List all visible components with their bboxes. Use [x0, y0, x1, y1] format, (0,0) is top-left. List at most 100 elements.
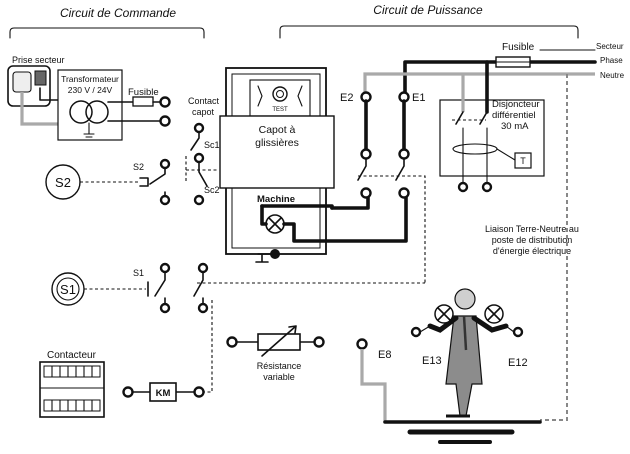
contacteur-top-row [43, 365, 101, 378]
disj-test-link [496, 148, 516, 161]
transfo-coil-2 [85, 100, 109, 124]
label-liaison-2: poste de distribution [492, 235, 573, 245]
terminal-e8 [356, 338, 368, 350]
label-disjoncteur-1: Disjoncteur [492, 99, 540, 110]
label-variable: variable [263, 372, 295, 382]
label-contacteur: Contacteur [47, 350, 97, 361]
label-transformateur: Transformateur [61, 74, 119, 84]
label-e13: E13 [422, 355, 442, 367]
terminal-km-n-top [360, 148, 372, 160]
label-e2: E2 [340, 92, 353, 104]
test-panel-arrows [257, 85, 303, 107]
terminal-km-right [193, 386, 205, 398]
label-prise-secteur: Prise secteur [12, 55, 65, 65]
terminal-res-left [226, 336, 238, 348]
machine-earth-point [270, 249, 280, 259]
button-s1-ring [56, 277, 80, 301]
machine-lamp-cross [268, 217, 282, 231]
lamp-e13-cross [437, 307, 451, 321]
fuse-commande [132, 96, 154, 107]
km-coil [149, 382, 177, 402]
neutre-line [363, 72, 595, 96]
label-neutre: Neutre [600, 71, 625, 80]
label-e12: E12 [508, 357, 528, 369]
transfo-coil-1 [69, 100, 93, 124]
test-lamp [272, 86, 288, 102]
prise-black-lead [39, 87, 61, 101]
s2-contact [149, 167, 166, 197]
terminal-fuse-out [159, 96, 171, 108]
label-fusible-commande: Fusible [128, 87, 159, 98]
s1-contact [154, 271, 166, 305]
terminal-sc1-top [193, 122, 205, 134]
terminal-km-n-bot [360, 187, 372, 199]
label-s1: S1 [133, 268, 144, 278]
phase-line [403, 60, 597, 98]
liaison-terre-neutre [540, 74, 568, 421]
terminal-s2-top [159, 158, 171, 170]
capot-glissieres [219, 115, 335, 189]
terminal-km-l-top [398, 148, 410, 160]
disj-contacts [455, 111, 488, 125]
terminal-s2-bot [159, 194, 171, 206]
label-s2-circle: S2 [55, 175, 71, 190]
test-lamp-core [276, 90, 284, 98]
label-phase: Phase [600, 56, 623, 65]
machine-wire-e2 [330, 194, 370, 210]
label-glissieres: glissières [255, 137, 299, 149]
prise-switch [34, 70, 47, 86]
terminal-s1-bot [159, 302, 171, 314]
person-figure [427, 288, 509, 418]
terminal-km-aux-top [197, 262, 209, 274]
km-power-contacts [357, 158, 405, 181]
label-s2: S2 [133, 162, 144, 172]
label-contact: Contact [188, 96, 220, 106]
label-t: T [520, 156, 526, 166]
label-sc2: Sc2 [204, 185, 220, 195]
sc1-contact [190, 131, 200, 151]
lamp-e12-cross [487, 307, 501, 321]
prise-socket [12, 71, 32, 93]
person-head [454, 288, 476, 310]
label-liaison-3: d'énergie électrique [493, 246, 571, 256]
km-coil-link [180, 300, 213, 393]
terminal-e13 [410, 326, 422, 338]
terminal-res-right [313, 336, 325, 348]
transfo-earth [83, 122, 95, 138]
e8-grey-wire [360, 349, 387, 422]
e13-lead [419, 325, 431, 333]
label-s1-circle: S1 [60, 282, 76, 297]
resistance-arrow [261, 325, 297, 357]
label-disjoncteur-3: 30 mA [501, 121, 529, 132]
machine-wire-top [260, 204, 334, 210]
section-title-puissance: Circuit de Puissance [373, 3, 483, 17]
label-sc1: Sc1 [204, 140, 220, 150]
person-tie [462, 315, 468, 351]
contacteur-bottom-row [43, 399, 101, 412]
machine-earth [255, 253, 271, 263]
label-disjoncteur-2: différentiel [492, 110, 536, 121]
label-e8: E8 [378, 349, 391, 361]
terminal-disj-n [457, 181, 469, 193]
label-liaison-1: Liaison Terre-Neutre au [485, 224, 579, 234]
machine-wire-left [260, 204, 268, 226]
terminal-sc2-bot [193, 194, 205, 206]
person-arm-left [427, 315, 459, 333]
terminal-s1-top [159, 262, 171, 274]
km-aux-contact [193, 271, 204, 305]
label-capot-a: Capot à [259, 124, 296, 136]
terminal-km-l-bot [398, 187, 410, 199]
person-arm-right [471, 315, 509, 333]
contacteur-screws [51, 365, 93, 412]
terminal-transfo-out [159, 115, 171, 127]
e12-lead [505, 325, 515, 333]
label-secteur: Secteur [596, 42, 624, 51]
terminal-sc1-bot [193, 152, 205, 164]
s2-actuator [139, 177, 149, 187]
prise-grey-lead [20, 92, 64, 126]
label-tension: 230 V / 24V [68, 85, 113, 95]
terminal-e12 [512, 326, 524, 338]
bracket-puissance [279, 25, 579, 39]
